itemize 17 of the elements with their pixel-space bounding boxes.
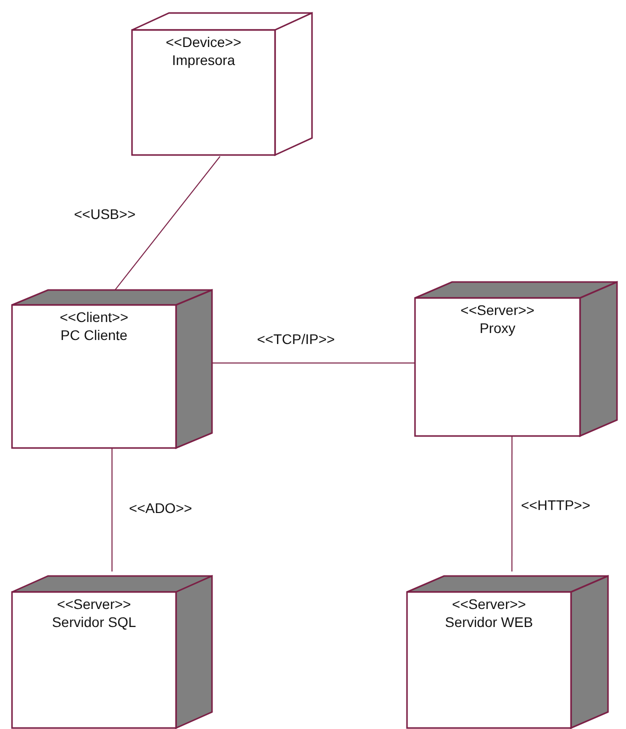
stereotype-label: <<Server>> — [452, 595, 526, 613]
stereotype-label: <<Device>> — [166, 33, 242, 51]
node-name: Servidor SQL — [52, 613, 136, 631]
stereotype-label: <<Client>> — [60, 308, 128, 326]
node-name: PC Cliente — [60, 326, 128, 344]
node-name: Impresora — [172, 51, 236, 69]
connector-line — [212, 362, 416, 364]
stereotype-label: <<Server>> — [57, 595, 131, 613]
node-name: Servidor WEB — [445, 613, 533, 631]
edge-label: <<ADO>> — [127, 500, 194, 516]
node-name: Proxy — [480, 319, 516, 337]
edge-label: <<TCP/IP>> — [255, 331, 337, 347]
connector-line — [114, 156, 221, 290]
connector-line — [511, 436, 512, 572]
edge-label: <<HTTP>> — [519, 497, 592, 513]
edge-label: <<USB>> — [72, 206, 138, 222]
stereotype-label: <<Server>> — [460, 301, 534, 319]
